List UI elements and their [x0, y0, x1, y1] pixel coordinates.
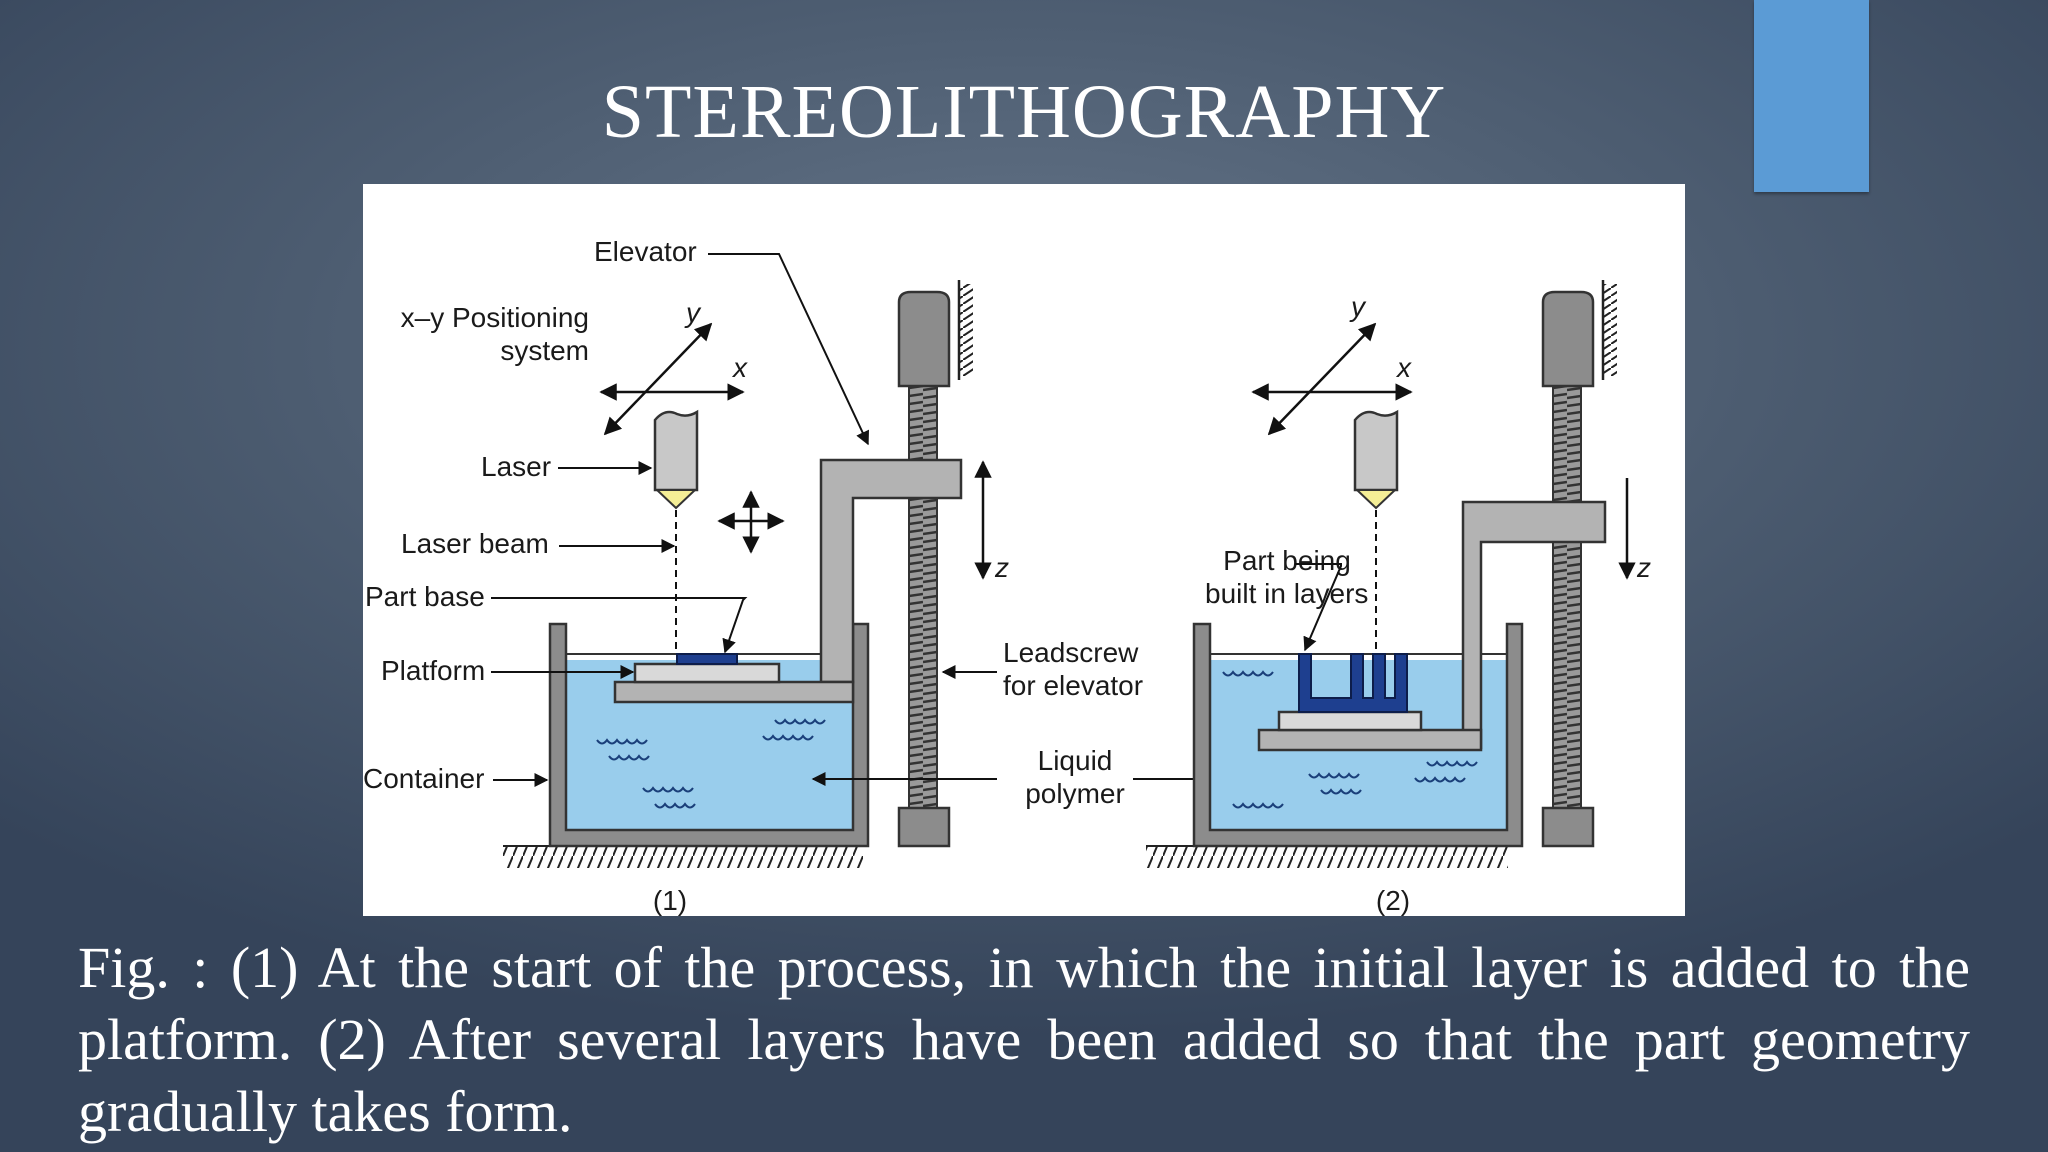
elevator-arm-1: [819, 458, 963, 684]
ground-1: [503, 846, 863, 868]
ripples-1: [596, 718, 826, 809]
leadscrew-base-1: [897, 806, 951, 848]
leadscrew-cap-2: [1541, 290, 1595, 388]
axis-z-1: z: [994, 552, 1009, 583]
label-elevator: Elevator: [594, 236, 697, 267]
label-leadscrew: Leadscrew: [1003, 637, 1139, 668]
platform-2: [1257, 728, 1483, 752]
leadscrew-base-2: [1541, 806, 1595, 848]
axis-x-1: x: [731, 352, 748, 383]
part-base-1: [676, 653, 738, 665]
panel-label-1: (1): [653, 885, 687, 916]
xy-arrows-1: [599, 322, 745, 436]
shared-labels: Leadscrew for elevator Liquid polymer: [811, 637, 1271, 809]
ripples-2: [1222, 670, 1478, 809]
figure-caption: Fig. : (1) At the start of the process, …: [78, 935, 1970, 1144]
stereolithography-figure: z Elevator x–y Positioning system y x La…: [363, 184, 1685, 916]
leadscrew-1: [908, 377, 938, 811]
panel-1: z Elevator x–y Positioning system y x La…: [363, 236, 1009, 916]
leadscrew-2: [1552, 377, 1582, 811]
label-xy-system: system: [500, 335, 589, 366]
leadscrew-cap-1: [897, 290, 951, 388]
label-xy-positioning: x–y Positioning: [401, 302, 589, 333]
xy-arrows-2: [1251, 322, 1413, 436]
label-laser: Laser: [481, 451, 551, 482]
move-cross-1: [717, 490, 785, 554]
laser-2: [1353, 409, 1399, 510]
laser-1: [653, 409, 699, 510]
panel-label-2: (2): [1376, 885, 1410, 916]
label-container: Container: [363, 763, 484, 794]
slide-title: STEREOLITHOGRAPHY: [601, 70, 1447, 154]
label-leadscrew-2: for elevator: [1003, 670, 1143, 701]
label-polymer: polymer: [1025, 778, 1125, 809]
platform-top-1: [633, 662, 781, 684]
label-built-in-layers: built in layers: [1205, 578, 1368, 609]
platform-top-2: [1277, 710, 1423, 732]
accent-tab: [1754, 0, 1869, 192]
part-being-built-2: [1298, 653, 1408, 713]
label-platform: Platform: [381, 655, 485, 686]
label-part-being: Part being: [1223, 545, 1351, 576]
diagram-svg: z Elevator x–y Positioning system y x La…: [363, 236, 1651, 916]
axis-y-1: y: [684, 297, 702, 328]
axis-x-2: x: [1395, 352, 1412, 383]
label-laser-beam: Laser beam: [401, 528, 549, 559]
label-liquid: Liquid: [1038, 745, 1113, 776]
axis-y-2: y: [1349, 291, 1367, 322]
axis-z-2: z: [1636, 552, 1651, 583]
ground-2: [1146, 846, 1508, 868]
panel-2: y x z Part being built in layers (2): [1146, 280, 1651, 916]
label-part-base: Part base: [365, 581, 485, 612]
platform-1: [613, 680, 855, 704]
